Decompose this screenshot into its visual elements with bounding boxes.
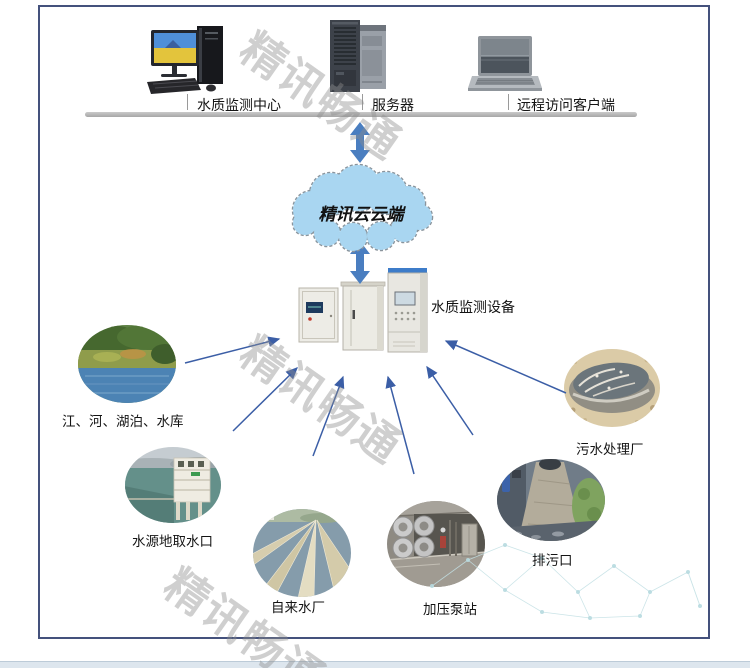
bottom-strip: [0, 661, 750, 668]
label-monitoring-center: 水质监测中心: [197, 97, 281, 113]
label-source-intake: 水源地取水口: [132, 534, 213, 549]
photo-pump-station: [387, 501, 485, 587]
laptop-icon: [468, 36, 542, 91]
label-remote-client: 远程访问客户端: [517, 97, 615, 113]
label-tick: [508, 94, 509, 110]
photo-sewage-treatment-plant: [564, 349, 660, 427]
label-source-waterworks: 自来水厂: [271, 600, 325, 615]
photo-water-intake: [125, 447, 221, 523]
photo-river-lake-reservoir: [78, 325, 176, 403]
label-tick: [362, 94, 363, 110]
label-source-treatment-plant: 污水处理厂: [576, 442, 644, 457]
label-equipment: 水质监测设备: [431, 299, 515, 315]
diagram-border: [38, 5, 710, 639]
label-source-pump-station: 加压泵站: [423, 602, 477, 617]
desktop-computer-icon: [147, 26, 223, 94]
photo-waterworks: [253, 509, 351, 597]
label-source-outlet: 排污口: [532, 553, 573, 568]
label-source-river: 江、河、湖泊、水库: [62, 414, 184, 429]
network-bus-bar: [85, 112, 637, 117]
label-server: 服务器: [372, 97, 414, 113]
label-tick: [187, 94, 188, 110]
monitoring-equipment-icon: [298, 268, 428, 353]
server-icon: [330, 20, 386, 92]
photo-sewage-outlet: [497, 459, 605, 541]
